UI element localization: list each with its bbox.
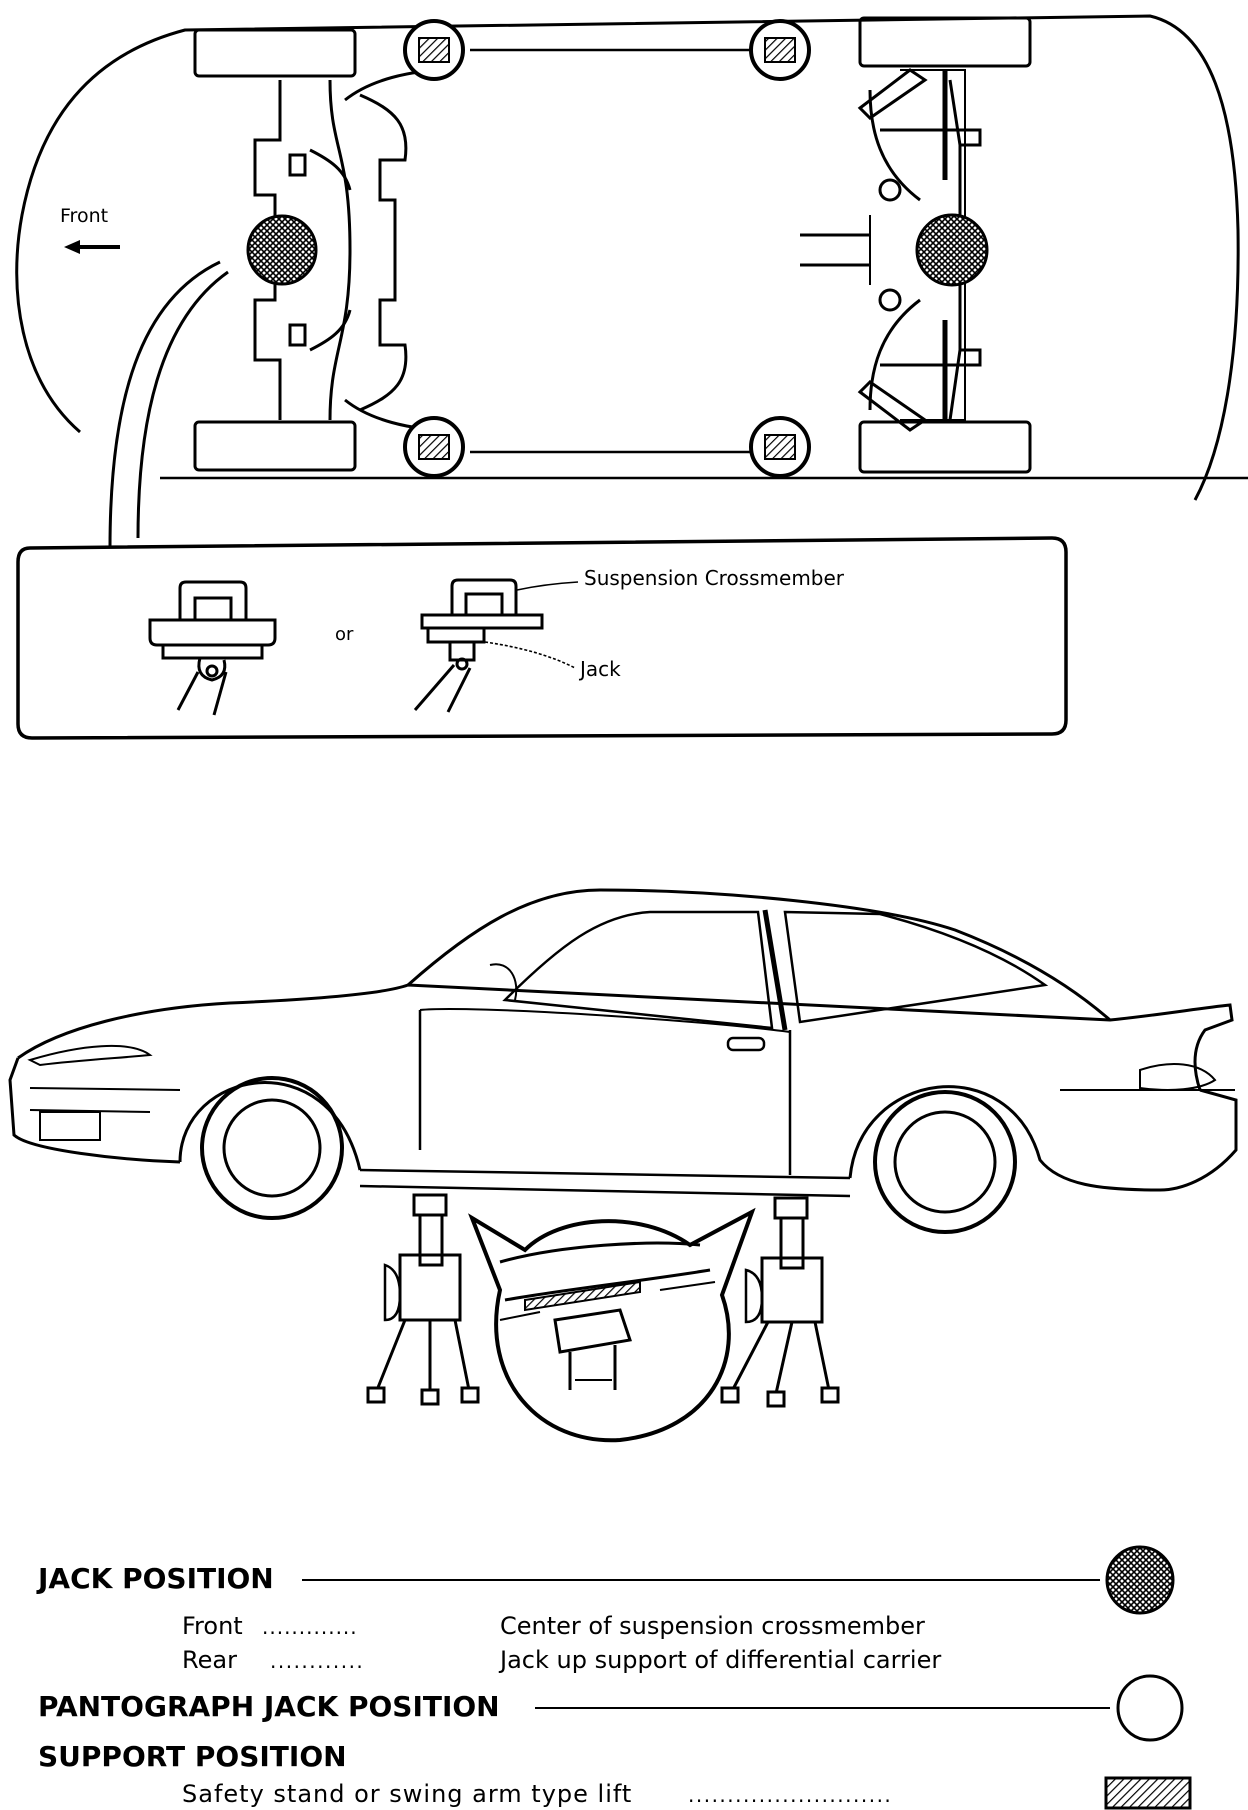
jack-rear-key: Rear <box>182 1646 237 1674</box>
callout-line <box>108 260 221 549</box>
support-point-front-left <box>403 19 465 81</box>
jack-position-symbol-icon <box>1105 1545 1175 1615</box>
support-key: Safety stand or swing arm type lift <box>182 1780 632 1808</box>
crossmember-label: Suspension Crossmember <box>584 566 845 590</box>
legend: JACK POSITION Front ............. Center… <box>36 1545 1192 1810</box>
support-point-front-right <box>403 416 465 478</box>
detail-box: or Suspension Crossmember Jack <box>16 536 1068 740</box>
wheel-rear-left <box>858 16 1032 68</box>
rear-suspension <box>868 89 921 411</box>
side-view-car <box>8 888 1238 1198</box>
support-symbol-icon <box>1104 1776 1192 1810</box>
support-detail-magnifier <box>468 1207 756 1443</box>
body-outline <box>15 14 1240 501</box>
front-wheel <box>200 1076 344 1220</box>
support-position-title: SUPPORT POSITION <box>38 1740 347 1773</box>
support-point-rear-right <box>749 416 811 478</box>
jack-stand-front <box>366 1193 480 1406</box>
or-label: or <box>335 624 354 645</box>
jack-rear-value: Jack up support of differential carrier <box>498 1646 941 1674</box>
jack-position-title: JACK POSITION <box>36 1562 274 1595</box>
top-view-underbody <box>15 14 1248 501</box>
jack-front-value: Center of suspension crossmember <box>500 1612 925 1640</box>
pantograph-symbol-icon <box>1116 1674 1184 1742</box>
rear-wheel <box>873 1090 1017 1234</box>
pantograph-title: PANTOGRAPH JACK POSITION <box>38 1690 500 1723</box>
jack-label: Jack <box>578 657 621 681</box>
jack-stand-rear <box>720 1196 840 1408</box>
wheel-front-left <box>193 28 357 78</box>
jack-point-front <box>246 214 318 286</box>
jack-point-rear <box>915 213 989 287</box>
jack-front-key: Front <box>182 1612 243 1640</box>
front-label: Front <box>60 205 108 227</box>
crossmember-sketch-2 <box>413 578 544 713</box>
wheel-front-right <box>193 420 357 472</box>
support-dots: .......................... <box>688 1783 892 1807</box>
front-arrow-icon <box>64 240 120 254</box>
wheel-rear-right <box>858 420 1032 474</box>
jack-rear-dots: ............ <box>270 1649 364 1673</box>
support-point-rear-left <box>749 19 811 81</box>
jack-front-dots: ............. <box>262 1615 358 1639</box>
crossmember-sketch-1 <box>148 580 277 716</box>
